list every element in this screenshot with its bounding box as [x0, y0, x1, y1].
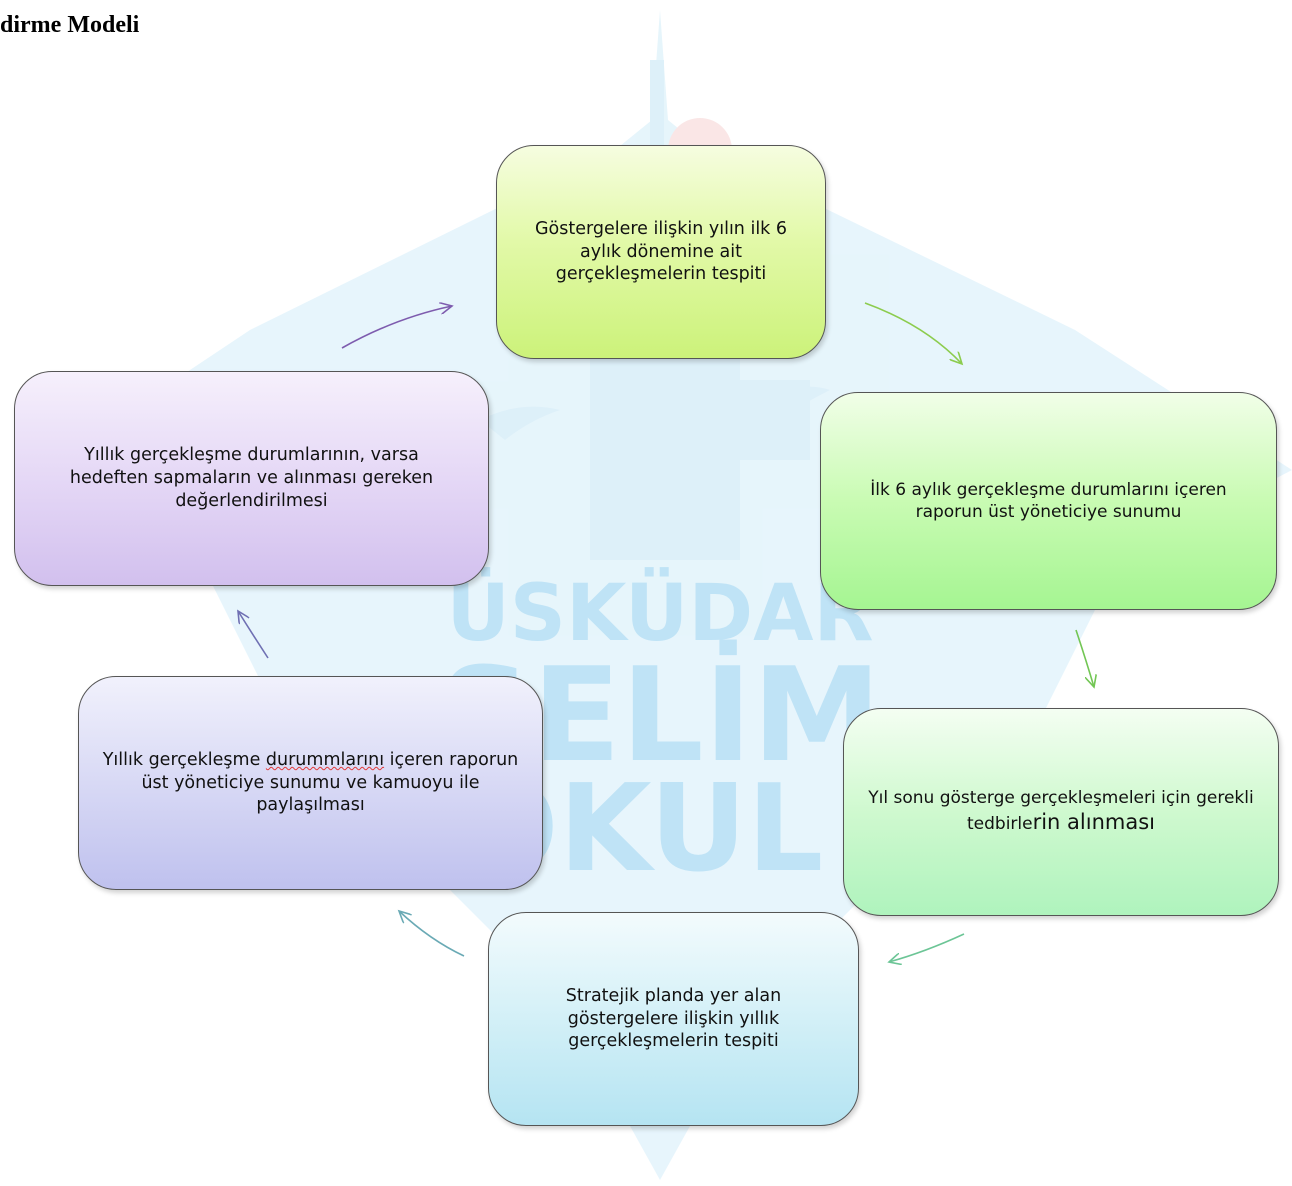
cycle-step-1: Göstergelere ilişkin yılın ilk 6 aylık d…	[496, 145, 826, 359]
cycle-step-5-text-a: Yıllık gerçekleşme	[102, 749, 266, 770]
arrow-6-to-1	[341, 306, 452, 349]
cycle-step-3: Yıl sonu gösterge gerçekleşmeleri için g…	[843, 708, 1279, 916]
cycle-step-5-text-b: durummlarını	[265, 749, 385, 770]
watermark-text-1: ÜSKÜDAR	[446, 567, 873, 659]
cycle-step-3-text-b: rin alınması	[1032, 810, 1155, 835]
cycle-step-4: Stratejik planda yer alan göstergelere i…	[488, 912, 859, 1126]
arrow-4-to-5	[399, 911, 465, 957]
cycle-step-5-text-c: içeren raporun üst yöneticiye sunumu ve …	[141, 749, 519, 816]
cycle-step-6-text: Yıllık gerçekleşme durumlarının, varsa h…	[69, 445, 434, 511]
cycle-step-2: İlk 6 aylık gerçekleşme durumlarını içer…	[820, 392, 1277, 610]
cycle-step-3-text-a: Yıl sonu gösterge gerçekleşmeleri için g…	[868, 788, 1254, 835]
page-title: dirme Modeli	[0, 12, 140, 38]
arrow-5-to-6	[238, 611, 269, 659]
cycle-step-5: Yıllık gerçekleşme durummlarını içeren r…	[78, 676, 543, 890]
arrow-3-to-4	[889, 933, 965, 962]
cycle-step-3-text: Yıl sonu gösterge gerçekleşmeleri için g…	[866, 787, 1256, 836]
arrow-2-to-3	[1075, 629, 1094, 687]
cycle-step-4-text: Stratejik planda yer alan göstergelere i…	[565, 985, 782, 1052]
cycle-step-1-text: Göstergelere ilişkin yılın ilk 6 aylık d…	[534, 218, 788, 285]
cycle-step-5-text: Yıllık gerçekleşme durummlarını içeren r…	[101, 749, 520, 817]
cycle-step-6: Yıllık gerçekleşme durumlarının, varsa h…	[14, 371, 489, 586]
arrow-1-to-2	[864, 302, 962, 364]
cycle-step-2-text: İlk 6 aylık gerçekleşme durumlarını içer…	[870, 479, 1227, 522]
